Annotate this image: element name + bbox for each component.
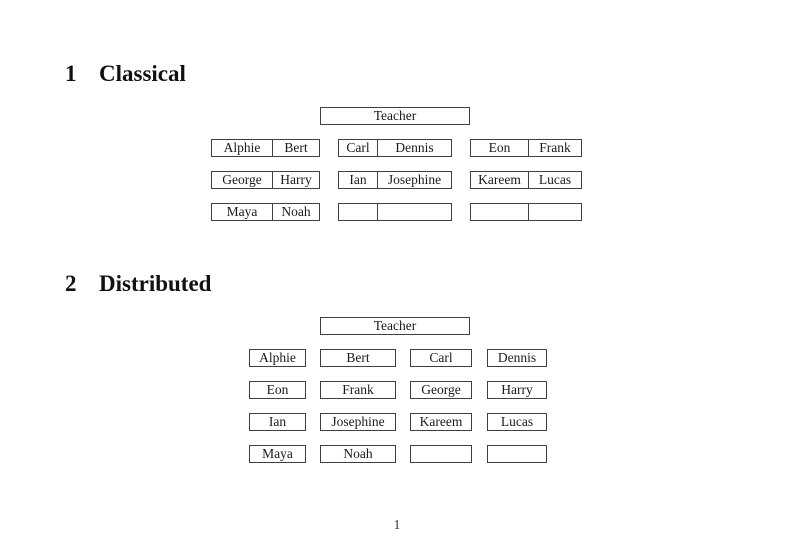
seat-box: Maya (249, 445, 306, 463)
seat-box: Alphie (249, 349, 306, 367)
section-heading-distributed: 2 Distributed (65, 272, 211, 295)
seat-box: Noah (320, 445, 396, 463)
seat-box (410, 445, 472, 463)
seat-box: Carl (410, 349, 472, 367)
teacher-box: Teacher (320, 107, 470, 125)
seat-box (487, 445, 547, 463)
seat-label (339, 204, 378, 220)
seat-label: Carl (339, 140, 378, 156)
seat-label: Dennis (395, 140, 434, 156)
seat-box: Lucas (487, 413, 547, 431)
seat-label: Bert (284, 140, 308, 156)
seat-label: Frank (539, 140, 571, 156)
seat-label: Ian (339, 172, 378, 188)
seat-box: Eon (249, 381, 306, 399)
seat-label: Harry (280, 172, 312, 188)
section-title: Classical (99, 61, 186, 86)
desk-box: Eon Frank (470, 139, 582, 157)
seat-label: Josephine (387, 172, 442, 188)
seat-label: Maya (212, 204, 273, 220)
page-number: 1 (393, 517, 401, 532)
teacher-box: Teacher (320, 317, 470, 335)
seat-box: George (410, 381, 472, 399)
desk-box: Kareem Lucas (470, 171, 582, 189)
seat-box: Ian (249, 413, 306, 431)
seat-label: Kareem (471, 172, 529, 188)
seat-box: Dennis (487, 349, 547, 367)
seat-label: Lucas (538, 172, 572, 188)
desk-box (470, 203, 582, 221)
seat-box: Josephine (320, 413, 396, 431)
section-heading-classical: 1 Classical (65, 62, 186, 85)
section-number: 2 (65, 271, 77, 296)
desk-box (338, 203, 452, 221)
seat-box: Kareem (410, 413, 472, 431)
seat-label: George (212, 172, 273, 188)
desk-box: Carl Dennis (338, 139, 452, 157)
section-title: Distributed (99, 271, 212, 296)
desk-box: Ian Josephine (338, 171, 452, 189)
seat-label (471, 204, 529, 220)
seat-label: Eon (471, 140, 529, 156)
seat-box: Harry (487, 381, 547, 399)
section-number: 1 (65, 61, 77, 86)
seat-label: Alphie (212, 140, 273, 156)
seat-box: Bert (320, 349, 396, 367)
seat-label: Noah (281, 204, 311, 220)
desk-box: George Harry (211, 171, 320, 189)
desk-box: Maya Noah (211, 203, 320, 221)
desk-box: Alphie Bert (211, 139, 320, 157)
seat-box: Frank (320, 381, 396, 399)
